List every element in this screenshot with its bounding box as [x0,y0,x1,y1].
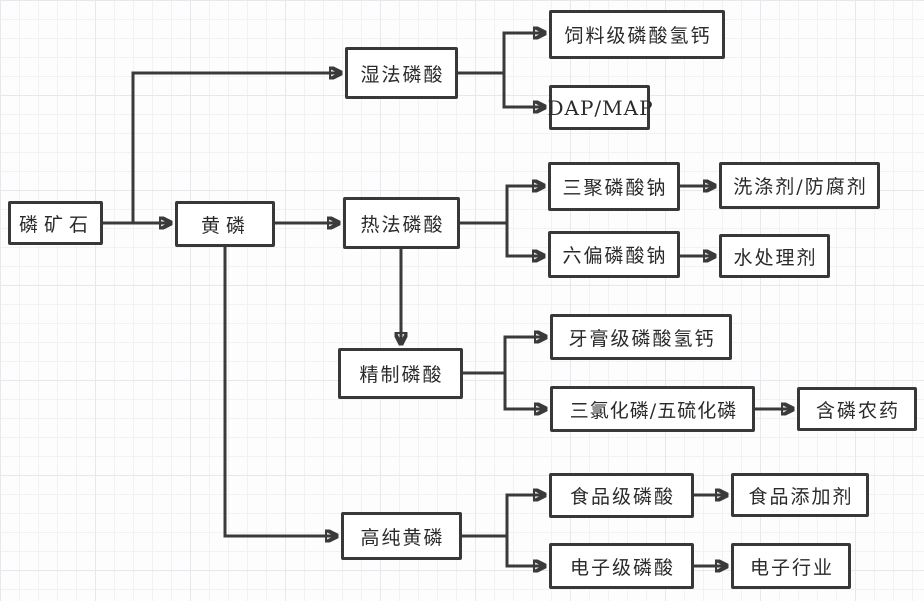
node-sodium-tripolyphosphate: 三聚磷酸钠 [548,162,680,211]
node-label: 牙膏级磷酸氢钙 [568,327,716,350]
edge-refined-acid-toothpaste-dcp [463,337,546,375]
edge-high-purity-p-electronic-acid [505,536,545,566]
edge-thermal-acid-stpp [460,186,544,225]
edge-yellow-p-high-purity-p [223,247,337,536]
node-high-purity-phosphorus: 高纯黄磷 [341,512,462,560]
node-phosphorus-pesticide: 含磷农药 [797,387,917,431]
node-feed-grade-dcp: 饲料级磷酸氢钙 [549,10,725,59]
node-label: 六偏磷酸钠 [562,245,668,267]
node-pcl3-p2s5: 三氯化磷/五硫化磷 [550,386,755,432]
node-toothpaste-grade-dcp: 牙膏级磷酸氢钙 [550,314,732,360]
edge-thermal-acid-shmp [505,223,544,256]
node-wet-process-acid: 湿法磷酸 [345,47,458,99]
edge-wet-acid-dap-map [502,73,545,107]
node-food-grade-acid: 食品级磷酸 [549,473,694,518]
node-label: 食品添加剂 [748,485,854,508]
node-yellow-phosphorus: 黄磷 [175,201,275,247]
edge-wet-acid-feed-dcp [458,33,545,75]
node-sodium-hexametaphosphate: 六偏磷酸钠 [548,231,680,278]
node-label: 洗涤剂/防腐剂 [733,176,868,198]
node-label: 湿法磷酸 [360,63,445,86]
node-electronic-grade-acid: 电子级磷酸 [549,543,694,589]
node-label: DAP/MAP [547,95,654,120]
node-label: 电子级磷酸 [569,556,675,579]
node-detergent-preservative: 洗涤剂/防腐剂 [719,162,880,209]
node-water-treatment-agent: 水处理剂 [719,234,830,278]
node-label: 黄磷 [200,214,251,237]
node-label: 三聚磷酸钠 [562,177,668,199]
node-phosphate-ore: 磷矿石 [8,201,103,245]
node-label: 精制磷酸 [359,364,444,386]
node-food-additive: 食品添加剂 [731,473,869,517]
edge-refined-acid-pcl3-p2s5 [503,373,546,409]
node-label: 磷矿石 [18,213,94,236]
node-label: 三氯化磷/五硫化磷 [569,399,738,422]
edge-ore-wet-acid [131,73,341,223]
node-label: 饲料级磷酸氢钙 [564,25,712,47]
node-electronics-industry: 电子行业 [731,543,851,589]
node-thermal-process-acid: 热法磷酸 [343,197,460,249]
node-label: 含磷农药 [815,399,900,422]
node-label: 水处理剂 [733,246,818,269]
node-dap-map: DAP/MAP [547,85,654,130]
node-label: 食品级磷酸 [569,486,675,508]
edge-high-purity-p-food-acid [462,495,545,538]
node-refined-acid: 精制磷酸 [338,348,463,399]
node-label: 高纯黄磷 [360,526,445,549]
node-label: 电子行业 [749,556,834,579]
node-label: 热法磷酸 [360,213,445,236]
